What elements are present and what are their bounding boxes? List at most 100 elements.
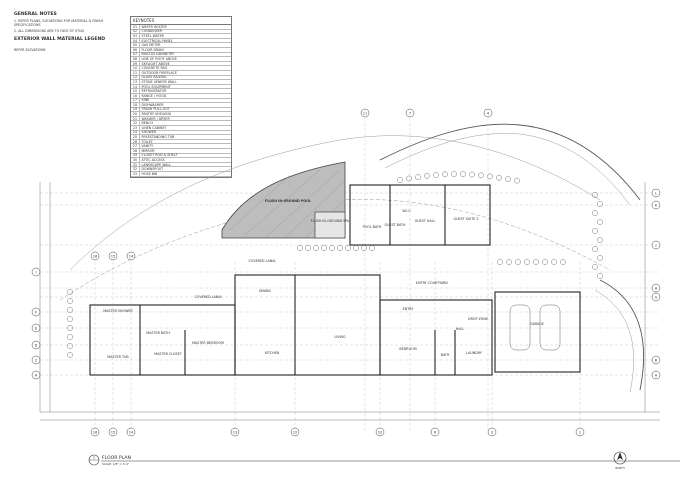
keynote-number: 05 [131,43,140,48]
legend-title: EXTERIOR WALL MATERIAL LEGEND [14,37,106,42]
keynote-number: 04 [131,38,140,43]
grid-right-1-bubble [651,200,661,210]
shrub [313,245,319,251]
keynote-text: ELECTRICAL PANEL [141,38,173,43]
title-text: FLOOR PLAN [102,455,131,461]
keynote-text: OUTDOOR FIREPLACE [141,70,177,75]
master-wing [89,304,236,376]
north-arrow-icon [617,452,623,460]
shrub [415,174,421,180]
keynote-text: TOILET [141,139,153,144]
keynote-text: MIRROR [141,148,155,153]
grid-bottom-6-bubble [430,427,440,437]
label-pool-bath: POOL BATH [363,225,382,229]
label-kitchen: KITCHEN [265,351,280,355]
label-master-bedroom: MASTER BEDROOM [192,341,224,345]
shrub [67,316,73,322]
general-note-2: 2. ALL DIMENSIONS ARE TO FACE OF STUD [14,29,85,33]
grid-upper-1-label: 15 [111,254,116,258]
grid-left-3-label: D [35,343,38,347]
grid-bottom-1-bubble [108,427,118,437]
keynote-number: 02 [131,29,140,34]
shrub [592,192,598,198]
keynote-number: 12 [131,75,140,80]
label-master-shower: MASTER SHOWER [103,309,133,313]
shrub [597,255,603,261]
shrub [506,259,512,265]
shrub [505,176,511,182]
general-notes: GENERAL NOTES 1. REFER PLANS, ELEVATIONS… [14,12,124,54]
label-bath: BATH [441,353,450,357]
grid-right-4-bubble [651,292,661,302]
grid-right-0-label: L [655,191,657,195]
keynote-number: 20 [131,112,140,117]
keynote-text: FLOOR DRAIN [141,47,164,52]
keynote-number: 01 [131,24,140,29]
grid-left-4-label: C [35,358,38,362]
grid-top-2-label: 4 [487,111,490,115]
label-spa: FLUSH IN-GROUND SPA [311,219,350,223]
label-guest-hall: GUEST HALL [415,219,436,223]
keynote-number: 29 [131,153,140,158]
grid-left-0-label: I [35,270,36,274]
keynote-number: 28 [131,148,140,153]
grid-left-5-label: A [35,373,38,377]
keynote-text: WATER HEATER [141,24,167,29]
shrub [560,259,566,265]
keynote-number: 19 [131,107,140,112]
shrub [67,289,73,295]
keynote-number: 25 [131,135,140,140]
street-curve-inner [384,133,631,206]
keynote-number: 07 [131,52,140,57]
shrub [433,172,439,178]
keynote-text: DOWNSPOUT [141,167,164,172]
shrub [524,259,530,265]
grid-upper-0-label: 16 [93,254,98,258]
keynote-number: 16 [131,93,140,98]
shrub [67,343,73,349]
keynote-number: 13 [131,79,140,84]
grid-left-1-label: F [35,310,37,314]
keynote-number: 11 [131,70,140,75]
keynote-text: SHOWER [141,130,157,135]
shrub [67,334,73,340]
keynote-text: CONCRETE PAD [141,66,167,71]
grid-right-6-label: A [655,373,658,377]
spa [314,211,346,239]
pool-hatch [229,169,346,239]
keynote-number: 10 [131,66,140,71]
shrub [297,245,303,251]
keynote-text: PANTRY SHELVING [141,112,172,117]
keynote-number: 27 [131,144,140,149]
keynote-number: 30 [131,158,140,163]
shrub [397,177,403,183]
grid-right-4-label: G [655,295,658,299]
label-covered-lanai-1: COVERED LANAI [249,259,276,263]
keynote-number: 17 [131,98,140,103]
grid-right-1-label: K [655,203,658,207]
shrub [361,245,367,251]
grid-bottom-7-label: 3 [491,430,493,434]
keynote-text: BENCH [141,121,153,126]
shrub [533,259,539,265]
